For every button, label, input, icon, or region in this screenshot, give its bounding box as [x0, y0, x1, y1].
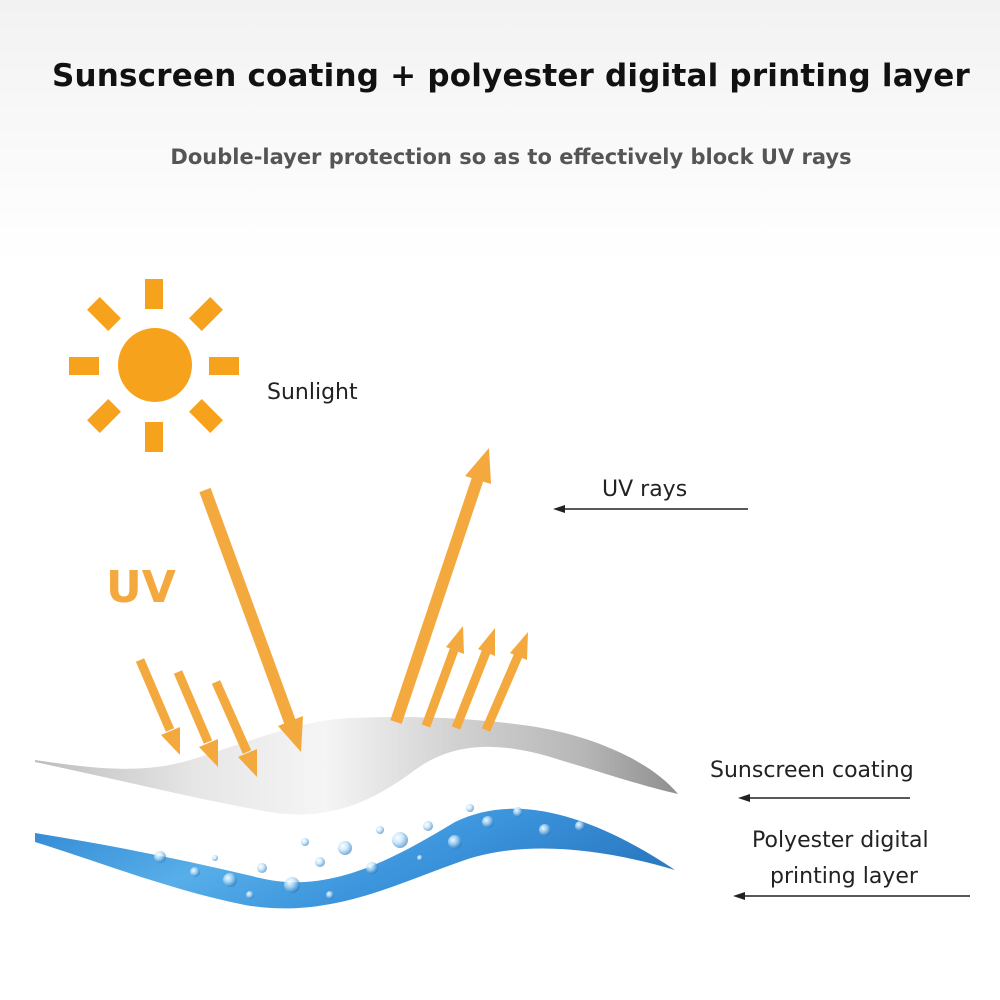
polyester-layer-pointer	[733, 892, 970, 900]
incoming-uv-arrow-1	[135, 658, 180, 755]
polyester-label-line2: printing layer	[770, 864, 918, 889]
reflected-uv-arrow-3	[481, 632, 528, 732]
reflected-uv-arrow-1	[421, 626, 464, 728]
sun-icon	[69, 279, 239, 452]
page-title: Sunscreen coating + polyester digital pr…	[51, 58, 971, 94]
page-subtitle: Double-layer protection so as to effecti…	[170, 145, 852, 169]
sunscreen-coating-label: Sunscreen coating	[710, 758, 914, 783]
water-droplets	[154, 804, 585, 899]
sunscreen-coating-pointer	[738, 794, 910, 802]
uv-rays-pointer	[553, 505, 748, 513]
reflected-uv-arrow-2	[451, 628, 495, 730]
reflected-uv-arrow	[390, 448, 491, 724]
incoming-uv-arrow-2	[173, 670, 218, 767]
uv-rays-label: UV rays	[602, 477, 688, 502]
sunscreen-coating-layer	[35, 716, 678, 815]
polyester-layer	[35, 804, 675, 909]
incoming-uv-arrow-3	[211, 680, 257, 777]
sunlight-label: Sunlight	[267, 380, 358, 405]
uv-label: UV	[106, 562, 176, 613]
incoming-sunlight-arrow	[199, 487, 303, 752]
polyester-label-line1: Polyester digital	[752, 828, 929, 853]
